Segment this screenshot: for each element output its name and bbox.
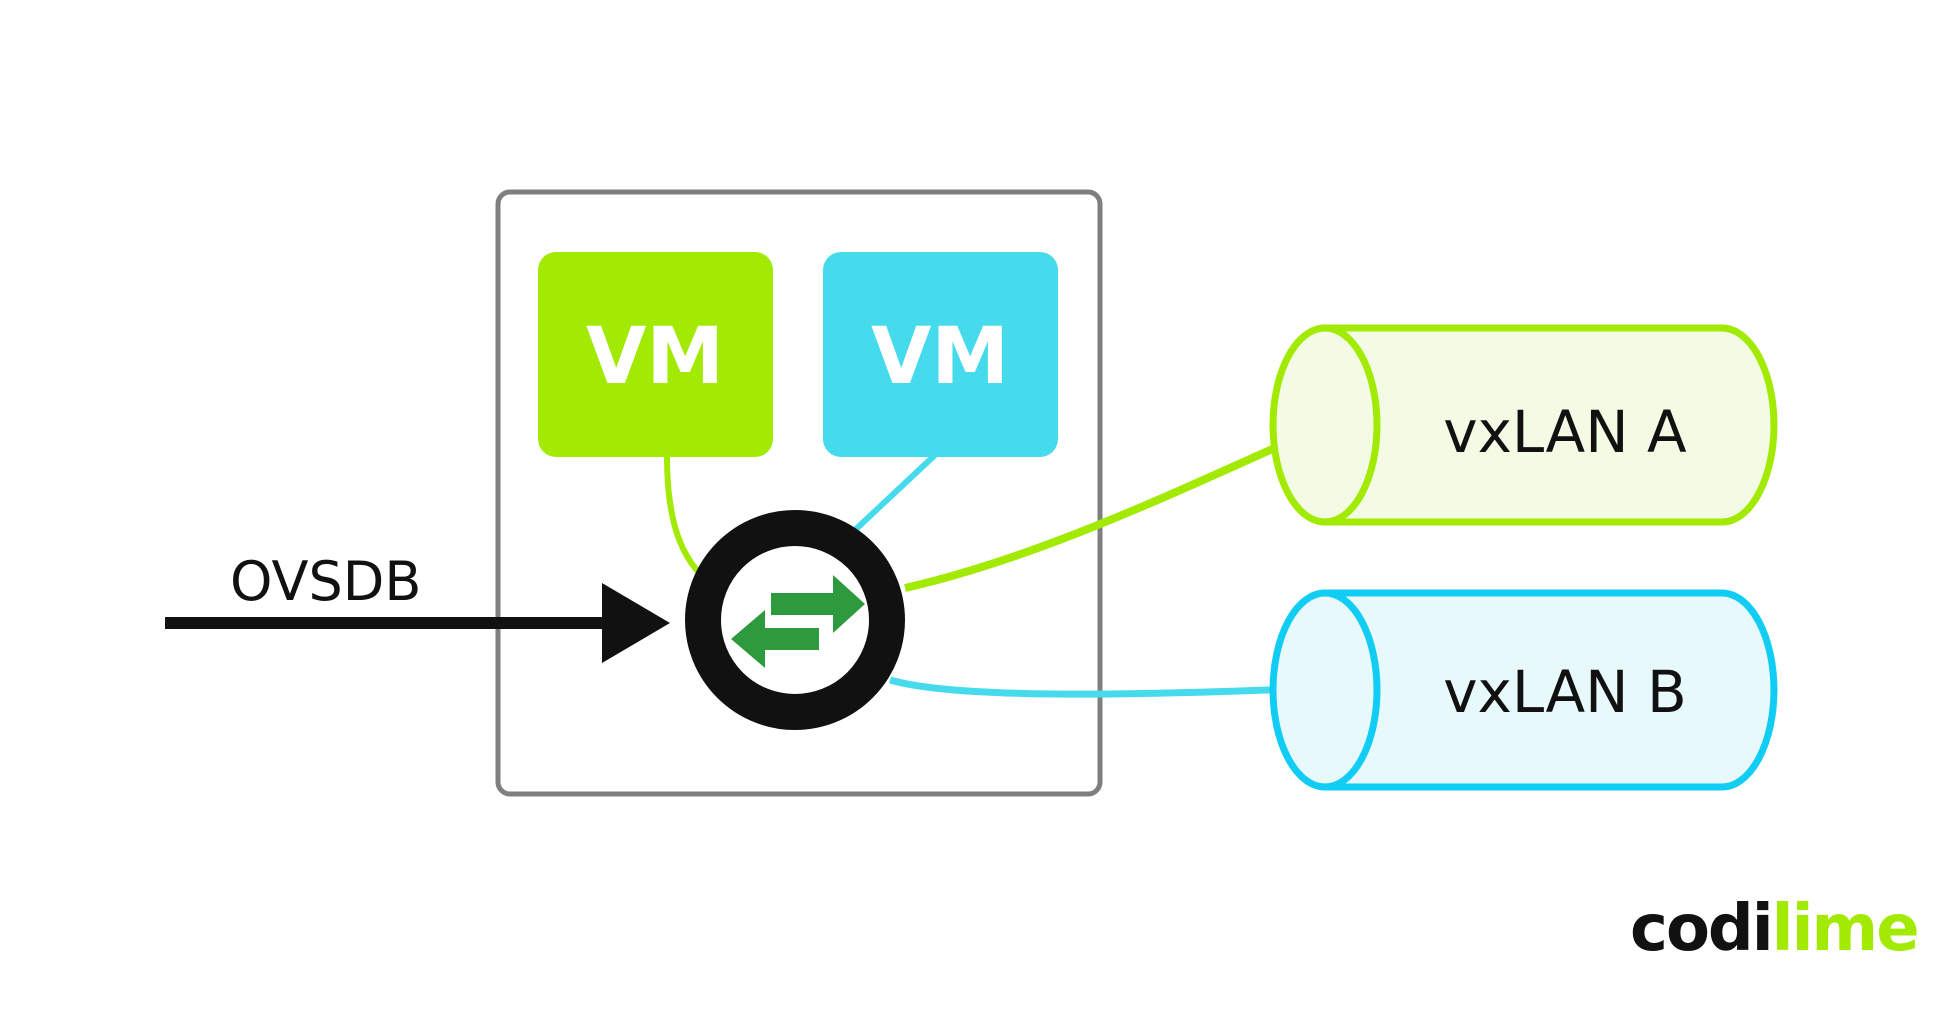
tunnel-a: vxLAN A [1269,324,1778,526]
switch [685,510,905,730]
tunnel-a-link [904,424,1322,592]
ovsdb-label: OVSDB [230,550,421,613]
vm-box-right: VM [823,252,1058,457]
switch-arrows-icon [731,575,865,668]
vm-box-left: VM [538,252,773,457]
logo-part-lime: lime [1772,892,1918,966]
tunnel-b-label: vxLAN B [1443,658,1687,726]
vm-right-link [852,452,938,533]
vm-right-label: VM [871,312,1009,402]
codilime-logo: codilime [1630,892,1920,966]
tunnel-b: vxLAN B [1269,589,1778,791]
tunnel-b-link [889,676,1321,698]
tunnel-a-label: vxLAN A [1443,398,1687,466]
ovsdb-arrow-head [602,583,670,663]
logo-part-codi: codi [1630,892,1772,966]
vm-left-label: VM [586,312,724,402]
svg-text:codilime: codilime [1630,892,1918,966]
